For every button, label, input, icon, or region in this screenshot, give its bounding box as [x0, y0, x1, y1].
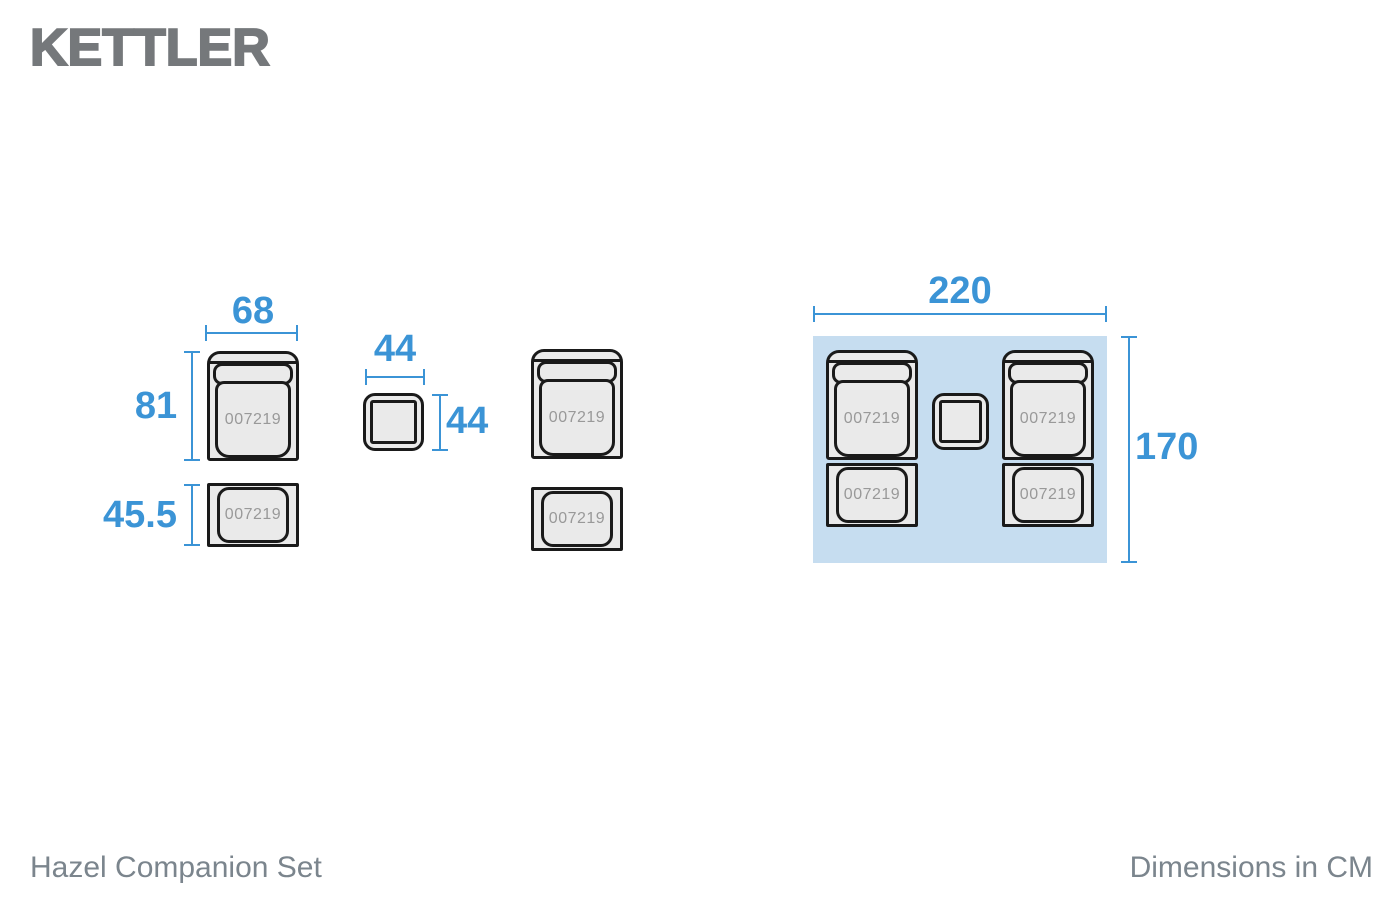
item-code-label: 007219	[548, 408, 606, 426]
units-caption: Dimensions in CM	[1129, 851, 1373, 884]
chair-width-dimension: 68	[231, 290, 275, 332]
side-table-tabletop	[939, 400, 982, 443]
chair-back-rail	[533, 359, 621, 362]
item-code-label: 007219	[843, 486, 901, 503]
footstool-cushion: 007219	[1012, 467, 1084, 523]
table-width-dimension: 44	[373, 328, 417, 370]
armchair-top-view: 007219	[207, 351, 299, 461]
kettler-logo: KETTLER	[29, 19, 271, 77]
footstool-depth-dimension: 45.5	[103, 494, 177, 536]
chair-seat-cushion: 007219	[1010, 380, 1086, 457]
armchair-top-view: 007219	[531, 349, 623, 459]
chair-back-rail	[828, 360, 916, 363]
footstool-top-view: 007219	[826, 463, 918, 527]
chair-back-rail	[209, 361, 297, 364]
chair-seat-cushion: 007219	[834, 380, 910, 457]
chair-depth-dimension-line	[184, 351, 200, 461]
item-code-label: 007219	[843, 409, 901, 427]
footstool-top-view: 007219	[531, 487, 623, 551]
footstool-cushion: 007219	[541, 491, 613, 547]
table-depth-dimension: 44	[446, 400, 489, 442]
side-table-top-view	[363, 393, 424, 451]
item-code-label: 007219	[548, 510, 606, 527]
set-depth-dimension: 170	[1135, 426, 1199, 468]
item-code-label: 007219	[224, 506, 282, 523]
set-depth-dimension-line	[1121, 336, 1137, 563]
item-code-label: 007219	[224, 410, 282, 428]
footstool-top-view: 007219	[207, 483, 299, 547]
product-name: Hazel Companion Set	[30, 851, 322, 884]
footstool-depth-dimension-line	[184, 484, 200, 546]
table-width-dimension-line	[365, 369, 425, 385]
chair-seat-cushion: 007219	[215, 381, 291, 458]
table-depth-dimension-line	[432, 394, 448, 451]
armchair-top-view: 007219	[826, 350, 918, 460]
chair-back-rail	[1004, 360, 1092, 363]
chair-width-dimension-line	[205, 325, 298, 341]
item-code-label: 007219	[1019, 409, 1077, 427]
item-code-label: 007219	[1019, 486, 1077, 503]
set-width-dimension: 220	[928, 270, 992, 312]
footstool-top-view: 007219	[1002, 463, 1094, 527]
side-table-tabletop	[370, 400, 417, 444]
side-table-top-view	[932, 393, 989, 450]
footstool-cushion: 007219	[836, 467, 908, 523]
armchair-top-view: 007219	[1002, 350, 1094, 460]
chair-seat-cushion: 007219	[539, 379, 615, 456]
chair-depth-dimension: 81	[134, 385, 178, 427]
set-width-dimension-line	[813, 306, 1107, 322]
footstool-cushion: 007219	[217, 487, 289, 543]
assembled-set-plan: 007219 007219 007219 007219	[813, 336, 1107, 563]
